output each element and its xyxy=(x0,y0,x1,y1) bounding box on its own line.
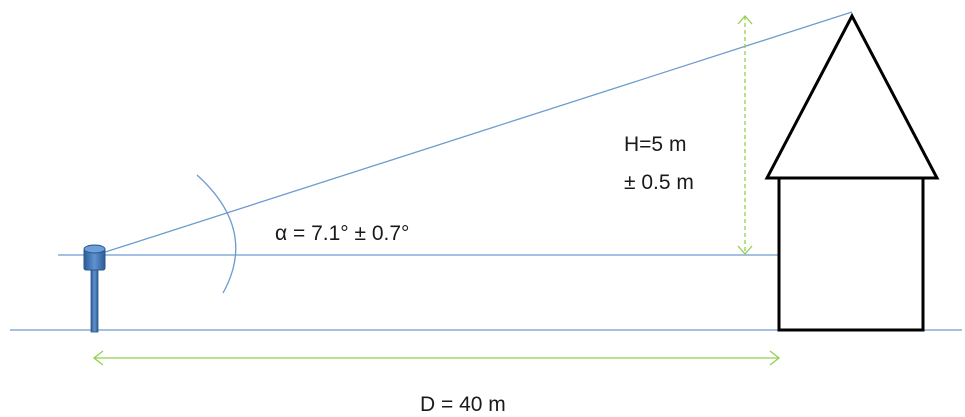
height-tolerance-label: ± 0.5 m xyxy=(624,171,694,194)
house-icon xyxy=(764,12,940,332)
angle-label: α = 7.1° ± 0.7° xyxy=(275,222,409,245)
inclined-sight-line xyxy=(95,11,853,256)
survey-instrument-icon xyxy=(83,244,106,333)
height-dimension-arrow xyxy=(737,15,753,255)
house-body xyxy=(777,176,925,332)
distance-label: D = 40 m xyxy=(420,393,506,416)
house-roof xyxy=(764,12,940,180)
height-label: H=5 m xyxy=(624,133,686,156)
distance-dimension-arrow xyxy=(92,350,781,366)
angle-arc xyxy=(196,174,237,294)
